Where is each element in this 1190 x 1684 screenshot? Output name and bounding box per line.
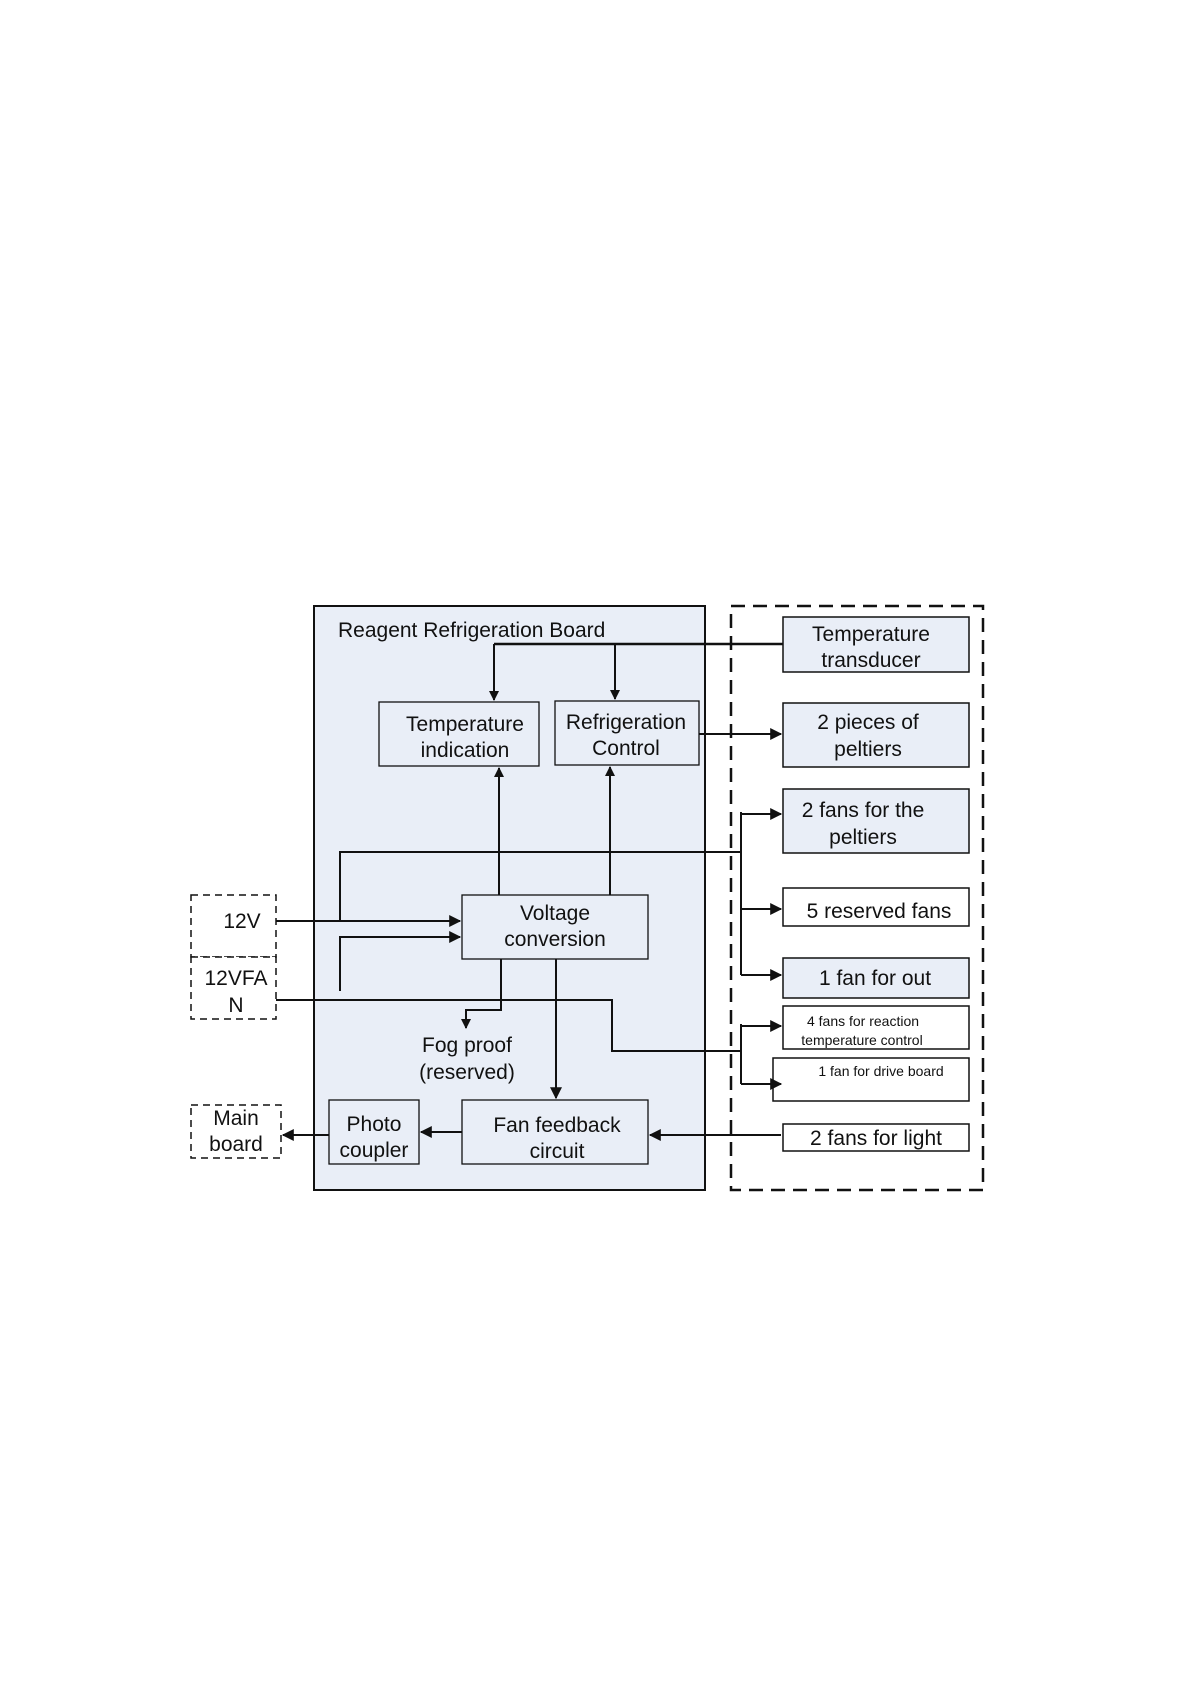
fan-out-label: 1 fan for out bbox=[819, 967, 931, 990]
vc-to-fog-proof bbox=[461, 959, 502, 1029]
drive-board-fan-label: 1 fan for drive board bbox=[818, 1063, 943, 1079]
main-board-box bbox=[190, 1104, 282, 1159]
peltiers-box bbox=[782, 702, 970, 768]
input-12v-box bbox=[190, 894, 277, 958]
reaction-fans-label-1: 4 fans for reaction bbox=[807, 1013, 919, 1029]
input-12vfan-box bbox=[190, 956, 277, 1020]
peltiers-label-1: 2 pieces of bbox=[817, 711, 919, 734]
temperature-indication-box bbox=[378, 701, 540, 767]
fog-proof-label-1: Fog proof bbox=[422, 1034, 512, 1057]
input-12vfan-label-1: 12VFA bbox=[204, 967, 267, 990]
fog-proof-label-2: (reserved) bbox=[419, 1061, 515, 1084]
refrigeration-control-label-2: Control bbox=[592, 737, 660, 760]
peltiers-label-2: peltiers bbox=[834, 738, 902, 761]
fan-feedback-label-1: Fan feedback bbox=[493, 1114, 621, 1137]
reserved-fans-label: 5 reserved fans bbox=[807, 900, 952, 923]
input-12v-label: 12V bbox=[223, 910, 260, 933]
reaction-fans-box bbox=[782, 1005, 970, 1050]
fan-feedback-label-2: circuit bbox=[530, 1140, 585, 1163]
temperature-transducer-label-1: Temperature bbox=[812, 623, 930, 646]
reserved-fans-box bbox=[782, 887, 970, 927]
main-board-label-1: Main bbox=[213, 1107, 259, 1130]
12vfan-line bbox=[276, 999, 741, 1052]
fan-out-box bbox=[782, 957, 970, 999]
refrigeration-control-label-1: Refrigeration bbox=[566, 711, 686, 734]
light-fans-label: 2 fans for light bbox=[810, 1127, 942, 1150]
board-title: Reagent Refrigeration Board bbox=[338, 619, 605, 642]
12vfan-second-feed bbox=[339, 931, 462, 991]
input-12vfan-label-2: N bbox=[228, 994, 243, 1017]
voltage-conversion-box bbox=[461, 894, 649, 960]
peltier-fans-label-2: peltiers bbox=[829, 826, 897, 849]
reaction-fans-label-2: temperature control bbox=[801, 1032, 922, 1048]
fan-power-bus bbox=[339, 851, 741, 921]
voltage-conversion-label-2: conversion bbox=[504, 928, 606, 951]
temperature-indication-label-2: indication bbox=[421, 739, 510, 762]
photo-coupler-box bbox=[328, 1099, 420, 1165]
temperature-transducer-label-2: transducer bbox=[821, 649, 920, 672]
peltier-fans-label-1: 2 fans for the bbox=[802, 799, 925, 822]
peltier-fans-box bbox=[782, 788, 970, 854]
connections bbox=[276, 642, 783, 1141]
fan-feedback-box bbox=[461, 1099, 649, 1165]
photo-coupler-label-2: coupler bbox=[340, 1139, 409, 1162]
main-board-label-2: board bbox=[209, 1133, 263, 1156]
photo-coupler-label-1: Photo bbox=[347, 1113, 402, 1136]
voltage-conversion-label-1: Voltage bbox=[520, 902, 590, 925]
light-fans-box bbox=[782, 1123, 970, 1152]
temperature-indication-label-1: Temperature bbox=[406, 713, 524, 736]
